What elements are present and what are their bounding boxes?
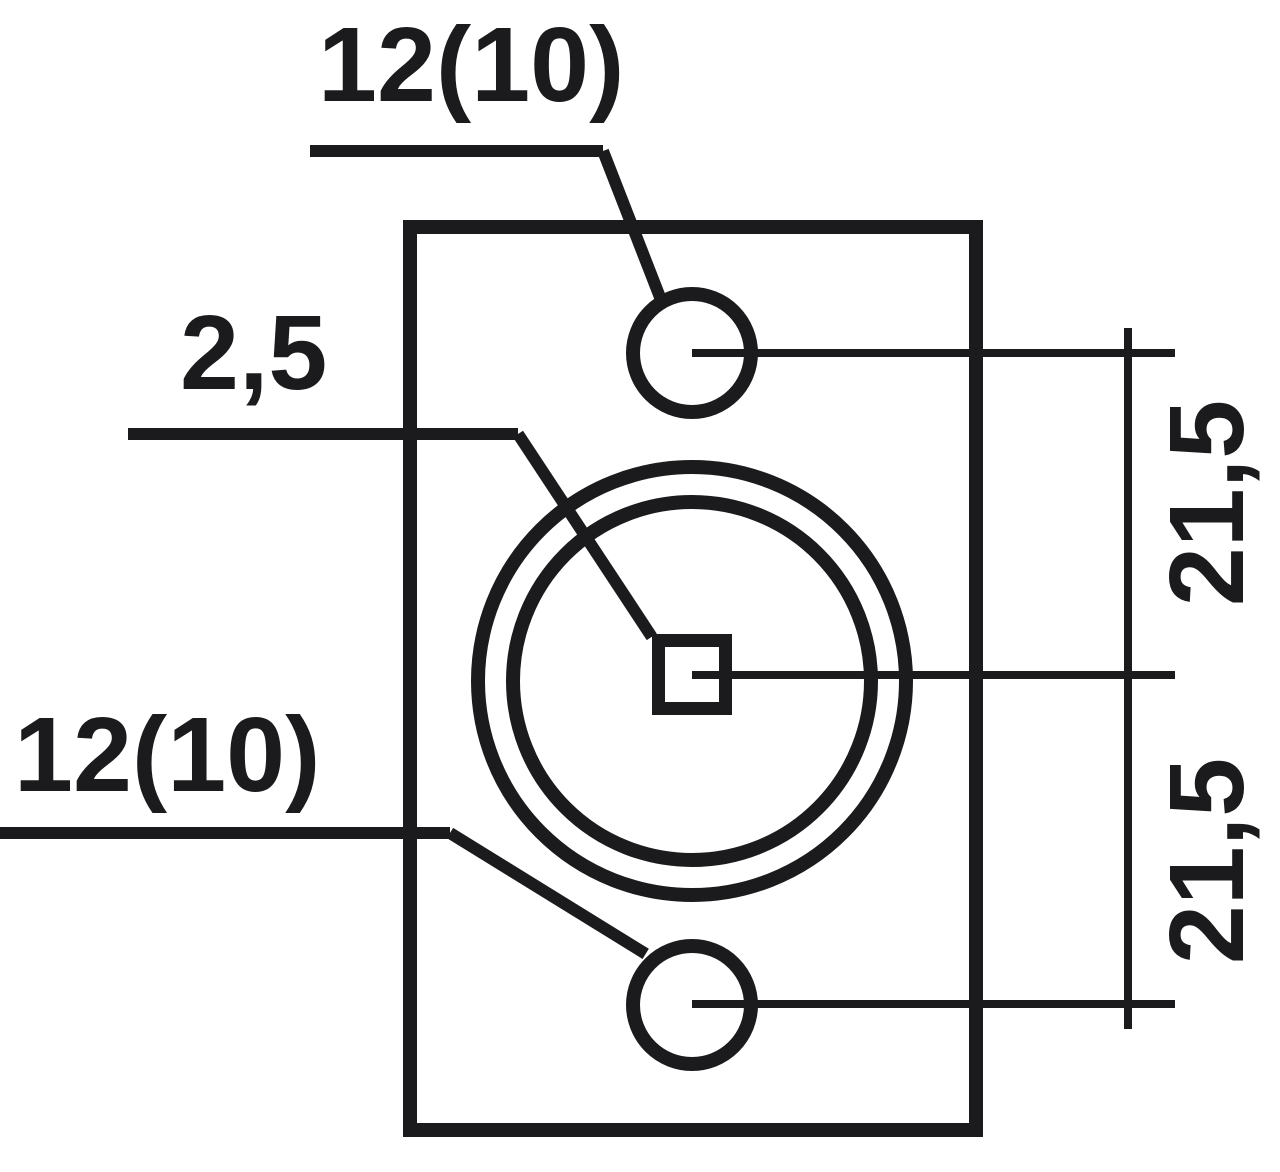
plate-outline xyxy=(403,220,983,1137)
vertical-dimension-line xyxy=(1124,328,1132,1029)
bottom-hole-label: 12(10) xyxy=(14,696,321,814)
top-hole-extension-line xyxy=(692,349,1175,357)
bottom-hole-label-underline xyxy=(0,827,450,839)
top-hole-label-underline xyxy=(310,145,603,157)
bottom-hole-extension-line xyxy=(692,1000,1175,1008)
vertical-spacing-upper-label: 21,5 xyxy=(1148,399,1266,607)
center-extension-line xyxy=(692,671,1175,679)
center-aperture-label: 2,5 xyxy=(180,294,328,412)
vertical-spacing-lower-label: 21,5 xyxy=(1148,757,1266,965)
top-hole-label: 12(10) xyxy=(318,6,625,124)
center-aperture-label-underline xyxy=(128,428,518,440)
